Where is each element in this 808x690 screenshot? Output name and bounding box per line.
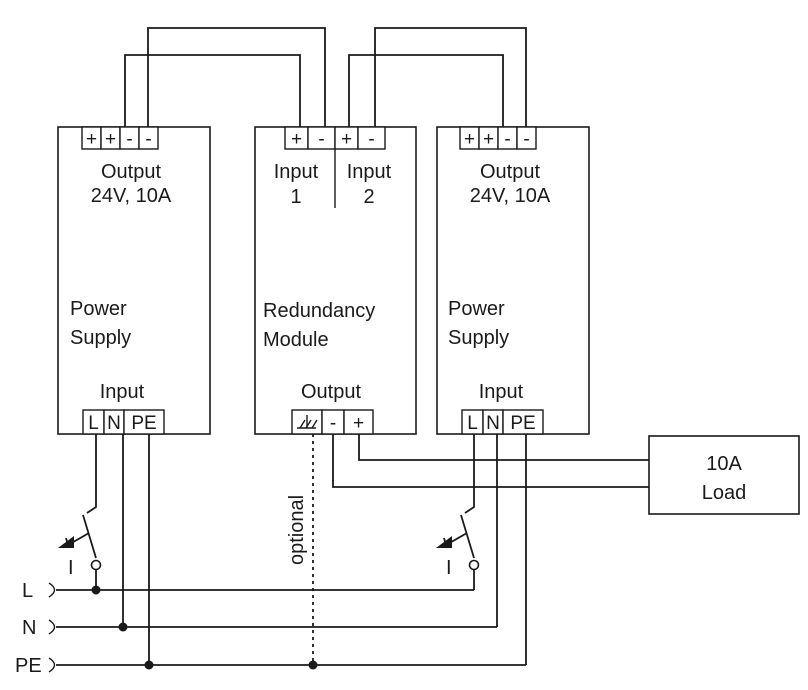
output-bridge-wires bbox=[124, 27, 527, 127]
mains-pe-label: PE bbox=[15, 655, 42, 677]
right-out-terminal-1-label: + bbox=[464, 129, 475, 150]
right-out-terminal-3-label: - bbox=[504, 129, 510, 150]
junction-dots bbox=[91, 585, 318, 670]
rm-in-terminal-4-label: - bbox=[368, 129, 374, 150]
left-in-terminal-l-label: L bbox=[88, 413, 99, 434]
left-supply-input-terminals: L N PE bbox=[82, 409, 165, 435]
l-connector-icon bbox=[48, 582, 56, 598]
rm-in-terminal-1-label: + bbox=[291, 129, 302, 150]
load-wires bbox=[332, 434, 649, 488]
mains-lines bbox=[56, 589, 526, 666]
left-supply-name-line1: Power bbox=[70, 298, 127, 320]
redundancy-input-terminals: + - + - bbox=[284, 126, 386, 150]
rm-input2-number: 2 bbox=[363, 186, 374, 208]
right-power-supply: + + - - Output 24V, 10A Power Supply Inp… bbox=[436, 126, 590, 435]
rm-in-terminal-2-label: - bbox=[318, 129, 324, 150]
junction-left-l bbox=[91, 585, 101, 595]
left-out-terminal-2-label: + bbox=[105, 129, 116, 150]
junction-left-pe bbox=[144, 660, 154, 670]
rm-input2-label: Input bbox=[347, 161, 392, 183]
right-in-terminal-pe-label: PE bbox=[510, 413, 535, 434]
left-switch-label: I bbox=[68, 557, 74, 579]
left-supply-body bbox=[57, 126, 211, 435]
redundancy-output-terminals: - + bbox=[291, 409, 374, 435]
chassis-ground-icon bbox=[297, 415, 318, 429]
rm-minus-to-load bbox=[332, 434, 649, 488]
load-name-label: Load bbox=[702, 482, 747, 504]
left-supply-rating-label: 24V, 10A bbox=[91, 185, 172, 207]
right-supply-rating-label: 24V, 10A bbox=[470, 185, 551, 207]
load-box: 10A Load bbox=[648, 435, 800, 515]
load-rating-label: 10A bbox=[706, 453, 742, 475]
redundancy-module: + - + - Input 1 Input 2 Redundancy Modul… bbox=[254, 126, 417, 435]
right-in-terminal-n-label: N bbox=[486, 413, 500, 434]
right-in-terminal-pe bbox=[502, 409, 544, 435]
left-out-terminal-1-label: + bbox=[86, 129, 97, 150]
left-in-terminal-pe-label: PE bbox=[131, 413, 156, 434]
left-out-terminal-4-label: - bbox=[145, 129, 151, 150]
right-switch-blade bbox=[460, 514, 475, 559]
left-in-terminal-n-label: N bbox=[107, 413, 121, 434]
left-power-supply: + + - - Output 24V, 10A Power Supply Inp… bbox=[57, 126, 211, 435]
rm-name-line1: Redundancy bbox=[263, 300, 375, 322]
pe-connector-icon bbox=[48, 657, 56, 673]
left-l-feed-wire bbox=[86, 434, 97, 514]
junction-optional-pe bbox=[308, 660, 318, 670]
left-supply-name-line2: Supply bbox=[70, 327, 131, 349]
rm-input1-label: Input bbox=[274, 161, 319, 183]
mains-l-label: L bbox=[22, 580, 33, 602]
left-supply-output-terminals: + + - - bbox=[81, 126, 159, 150]
left-input-wiring: I bbox=[58, 434, 150, 665]
optional-label: optional bbox=[286, 495, 308, 565]
right-out-terminal-4-label: - bbox=[523, 129, 529, 150]
mains-connectors: L N PE bbox=[15, 580, 56, 677]
left-switch-blade bbox=[82, 514, 97, 559]
right-switch-contact bbox=[468, 559, 480, 571]
right-supply-name-line1: Power bbox=[448, 298, 505, 320]
right-l-feed-wire bbox=[464, 434, 475, 514]
right-supply-name-line2: Supply bbox=[448, 327, 509, 349]
n-connector-icon bbox=[48, 619, 56, 635]
right-plus-to-rm-input2-plus bbox=[348, 54, 504, 127]
left-supply-output-label: Output bbox=[101, 161, 161, 183]
rm-in-terminal-3-label: + bbox=[341, 129, 352, 150]
rm-name-line2: Module bbox=[263, 329, 329, 351]
right-input-wiring: I bbox=[436, 434, 527, 665]
rm-in-terminal-4 bbox=[357, 126, 386, 150]
right-supply-body bbox=[436, 126, 590, 435]
right-switch-arrow-icon bbox=[436, 536, 452, 548]
junction-left-n bbox=[118, 622, 128, 632]
rm-input1-number: 1 bbox=[290, 186, 301, 208]
left-supply-input-label: Input bbox=[100, 381, 145, 403]
rm-out-terminal-plus-label: + bbox=[353, 413, 364, 434]
rm-output-label: Output bbox=[301, 381, 361, 403]
load-body bbox=[648, 435, 800, 515]
right-minus-to-rm-input2-minus bbox=[374, 27, 527, 127]
left-plus-to-rm-input1-plus bbox=[124, 54, 301, 127]
rm-plus-to-load bbox=[358, 434, 649, 461]
right-supply-input-terminals: L N PE bbox=[461, 409, 544, 435]
right-switch-label: I bbox=[446, 557, 452, 579]
left-switch-arrow-icon bbox=[58, 536, 74, 548]
left-minus-to-rm-input1-minus bbox=[147, 27, 326, 127]
left-switch-contact bbox=[90, 559, 102, 571]
rm-out-terminal-minus-label: - bbox=[330, 413, 336, 434]
right-supply-output-terminals: + + - - bbox=[459, 126, 537, 150]
right-in-terminal-l-label: L bbox=[467, 413, 478, 434]
right-supply-output-label: Output bbox=[480, 161, 540, 183]
right-out-terminal-2-label: + bbox=[483, 129, 494, 150]
left-out-terminal-3-label: - bbox=[126, 129, 132, 150]
left-in-terminal-pe bbox=[123, 409, 165, 435]
right-supply-input-label: Input bbox=[479, 381, 524, 403]
mains-n-label: N bbox=[22, 617, 36, 639]
